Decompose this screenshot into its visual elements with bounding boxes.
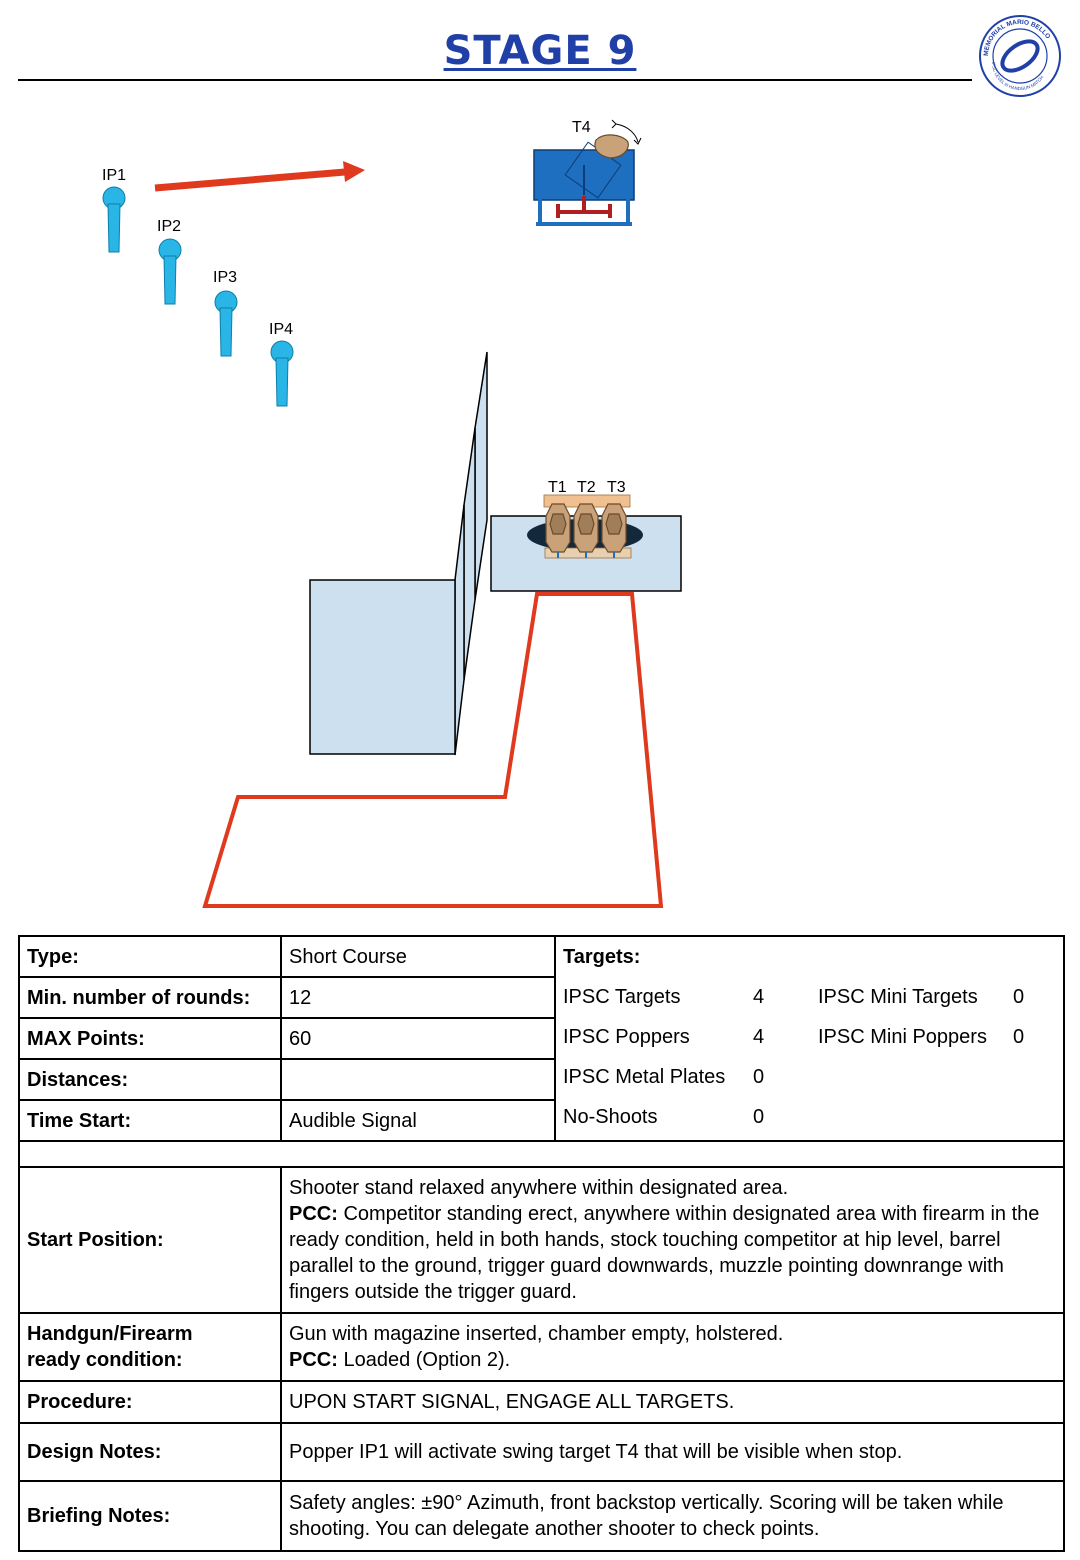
no-shoots-label: No-Shoots: [563, 1106, 658, 1128]
match-logo: MEMORIAL MARIO BELLO IPSC LEVEL III HAND…: [979, 15, 1061, 97]
points-value: 60: [280, 1017, 556, 1060]
no-shoots-value: 0: [753, 1106, 765, 1128]
targets-grid: Targets: IPSC Targets 4 IPSC Mini Target…: [563, 937, 1056, 1137]
popper-ip2: [158, 238, 182, 305]
t3-label: T3: [607, 479, 626, 496]
time-start-value: Audible Signal: [280, 1099, 556, 1142]
t2-label: T2: [577, 479, 596, 496]
ipsc-mini-poppers-value: 0: [1013, 1026, 1025, 1048]
start-position-pcc-label: PCC:: [289, 1203, 338, 1225]
title-divider: [18, 79, 972, 81]
wall-panels: [309, 351, 488, 756]
ipsc-poppers-label: IPSC Poppers: [563, 1026, 690, 1048]
distances-label: Distances:: [18, 1058, 282, 1101]
procedure-value: UPON START SIGNAL, ENGAGE ALL TARGETS.: [280, 1380, 1065, 1424]
target-array-t1-t3: [490, 494, 682, 592]
spacer-row: [18, 1140, 1065, 1168]
t4-label: T4: [572, 119, 591, 136]
briefing-notes-value: Safety angles: ±90° Azimuth, front backs…: [280, 1480, 1065, 1552]
ready-condition-label: Handgun/Firearm ready condition:: [18, 1312, 282, 1382]
metal-plates-value: 0: [753, 1066, 765, 1088]
ipsc-poppers-value: 4: [753, 1026, 765, 1048]
activation-arrow: [154, 161, 365, 192]
popper-ip1: [102, 186, 126, 253]
type-value: Short Course: [280, 935, 556, 978]
type-label: Type:: [18, 935, 282, 978]
page-title: STAGE 9: [443, 28, 637, 74]
ipsc-mini-targets-label: IPSC Mini Targets: [818, 986, 978, 1008]
metal-plates-label: IPSC Metal Plates: [563, 1066, 726, 1088]
ready-label-line2: ready condition:: [27, 1349, 183, 1371]
points-label: MAX Points:: [18, 1017, 282, 1060]
start-position-value: Shooter stand relaxed anywhere within de…: [280, 1166, 1065, 1314]
target-t2: [573, 503, 599, 553]
design-notes-label: Design Notes:: [18, 1422, 282, 1482]
ready-pcc-label: PCC:: [289, 1349, 338, 1371]
swinger-target-t4: [533, 119, 642, 226]
popper-ip3: [214, 290, 238, 357]
ipsc-mini-poppers-label: IPSC Mini Poppers: [818, 1026, 987, 1048]
ipsc-targets-label: IPSC Targets: [563, 986, 681, 1008]
briefing-notes-label: Briefing Notes:: [18, 1480, 282, 1552]
rounds-label: Min. number of rounds:: [18, 976, 282, 1019]
ready-label-line1: Handgun/Firearm: [27, 1323, 193, 1345]
start-position-pcc-text: Competitor standing erect, anywhere with…: [289, 1203, 1040, 1303]
targets-label: Targets:: [563, 946, 641, 968]
ready-pcc-text: Loaded (Option 2).: [337, 1349, 511, 1371]
target-t1: [545, 503, 571, 553]
stage-diagram: IP1 IP2 IP3 IP4 T4: [102, 119, 682, 908]
ipsc-mini-targets-value: 0: [1013, 986, 1025, 1008]
targets-cell: Targets: IPSC Targets 4 IPSC Mini Target…: [554, 935, 1065, 1142]
stage-info-table: Type: Short Course Targets: IPSC Targets…: [18, 935, 1065, 1552]
shooting-area-fault-line: [202, 592, 664, 908]
popper-ip4: [270, 340, 294, 407]
time-start-label: Time Start:: [18, 1099, 282, 1142]
target-t3: [601, 503, 627, 553]
rounds-value: 12: [280, 976, 556, 1019]
ip1-label: IP1: [102, 167, 126, 184]
ipsc-targets-value: 4: [753, 986, 765, 1008]
start-position-label: Start Position:: [18, 1166, 282, 1314]
ready-line1: Gun with magazine inserted, chamber empt…: [289, 1323, 784, 1345]
ip3-label: IP3: [213, 269, 237, 286]
t1-label: T1: [548, 479, 567, 496]
procedure-label: Procedure:: [18, 1380, 282, 1424]
design-notes-value: Popper IP1 will activate swing target T4…: [280, 1422, 1065, 1482]
ip4-label: IP4: [269, 321, 293, 338]
distances-value: [280, 1058, 556, 1101]
start-position-line1: Shooter stand relaxed anywhere within de…: [289, 1177, 789, 1199]
ready-condition-value: Gun with magazine inserted, chamber empt…: [280, 1312, 1065, 1382]
ip2-label: IP2: [157, 218, 181, 235]
